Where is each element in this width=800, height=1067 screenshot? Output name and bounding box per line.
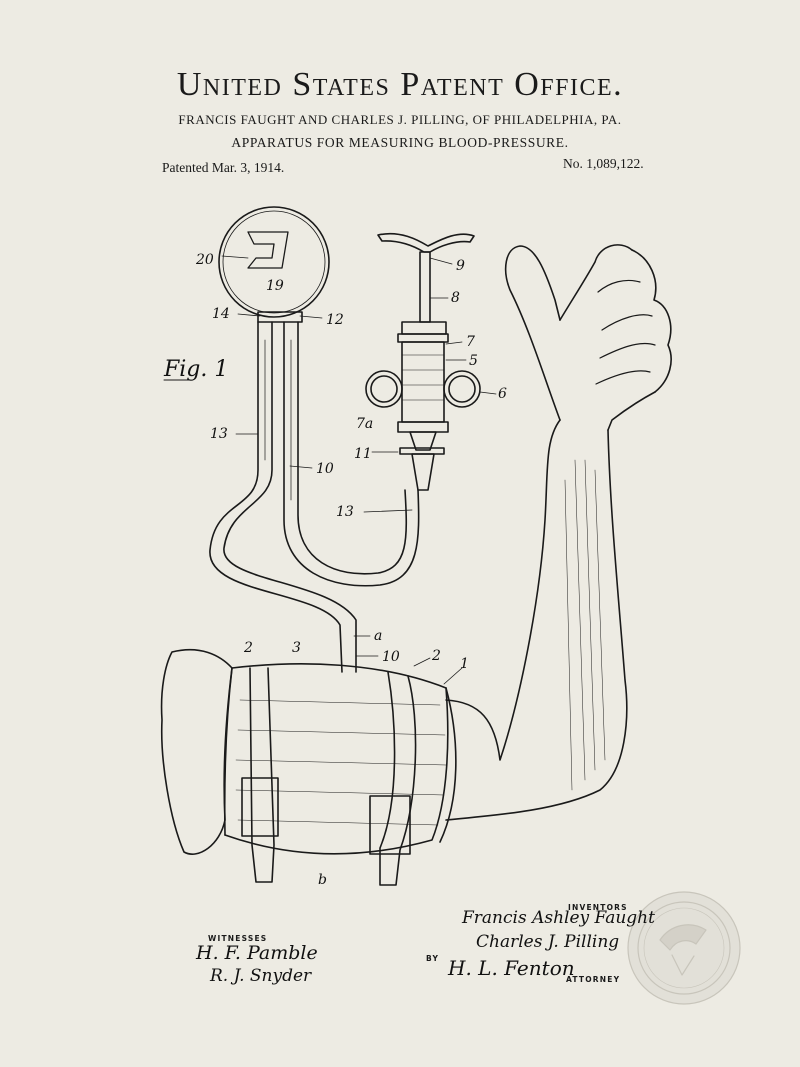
witness-signature-2: R. J. Snyder — [210, 966, 312, 986]
numeral-10-lower: 10 — [382, 649, 400, 665]
pressure-gauge — [218, 206, 330, 323]
witnesses-label: WITNESSES — [208, 934, 268, 943]
inventors-label: INVENTORS — [568, 903, 628, 912]
inventor-signature-2: Charles J. Pilling — [476, 932, 620, 952]
attorney-signature: H. L. Fenton — [448, 956, 575, 980]
numeral-10-upper: 10 — [316, 461, 334, 477]
numeral-12: 12 — [326, 312, 344, 328]
numeral-3: 3 — [292, 640, 301, 656]
inventor-signature-1: Francis Ashley Faught — [462, 908, 655, 928]
leader-lines — [221, 255, 497, 685]
witness-signature-1: H. F. Pamble — [196, 942, 318, 964]
patent-seal — [627, 891, 741, 1005]
numeral-19: 19 — [266, 278, 284, 294]
patented-date: Patented Mar. 3, 1914. — [162, 160, 285, 175]
apparatus-line: APPARATUS FOR MEASURING BLOOD-PRESSURE. — [231, 135, 569, 150]
numeral-6: 6 — [498, 386, 507, 402]
numeral-2-right: 2 — [431, 648, 441, 664]
inventors-line: FRANCIS FAUGHT AND CHARLES J. PILLING, O… — [178, 112, 622, 127]
numeral-5: 5 — [469, 353, 478, 369]
numeral-1: 1 — [460, 656, 469, 672]
arm-illustration — [445, 244, 672, 821]
patent-number: No. 1,089,122. — [563, 156, 644, 171]
numeral-7: 7 — [466, 334, 475, 350]
numeral-13-left: 13 — [210, 426, 228, 442]
numeral-14: 14 — [212, 306, 230, 322]
numeral-8: 8 — [451, 290, 460, 306]
attorney-label: ATTORNEY — [566, 975, 621, 984]
letter-a: a — [374, 628, 382, 644]
numeral-9: 9 — [456, 258, 465, 274]
numeral-20: 20 — [195, 252, 214, 268]
manometer-tube — [209, 321, 420, 673]
numeral-13-right: 13 — [336, 504, 354, 520]
numeral-11: 11 — [354, 446, 372, 462]
figure-label: Fig. 1 — [163, 357, 228, 382]
document-title: United States Patent Office. — [176, 66, 624, 103]
numeral-7a: 7a — [356, 416, 373, 432]
numeral-2-left: 2 — [243, 640, 253, 656]
by-label: BY — [426, 954, 440, 963]
letter-b: b — [318, 872, 327, 888]
arm-cuff — [160, 648, 457, 886]
air-pump — [365, 232, 481, 491]
